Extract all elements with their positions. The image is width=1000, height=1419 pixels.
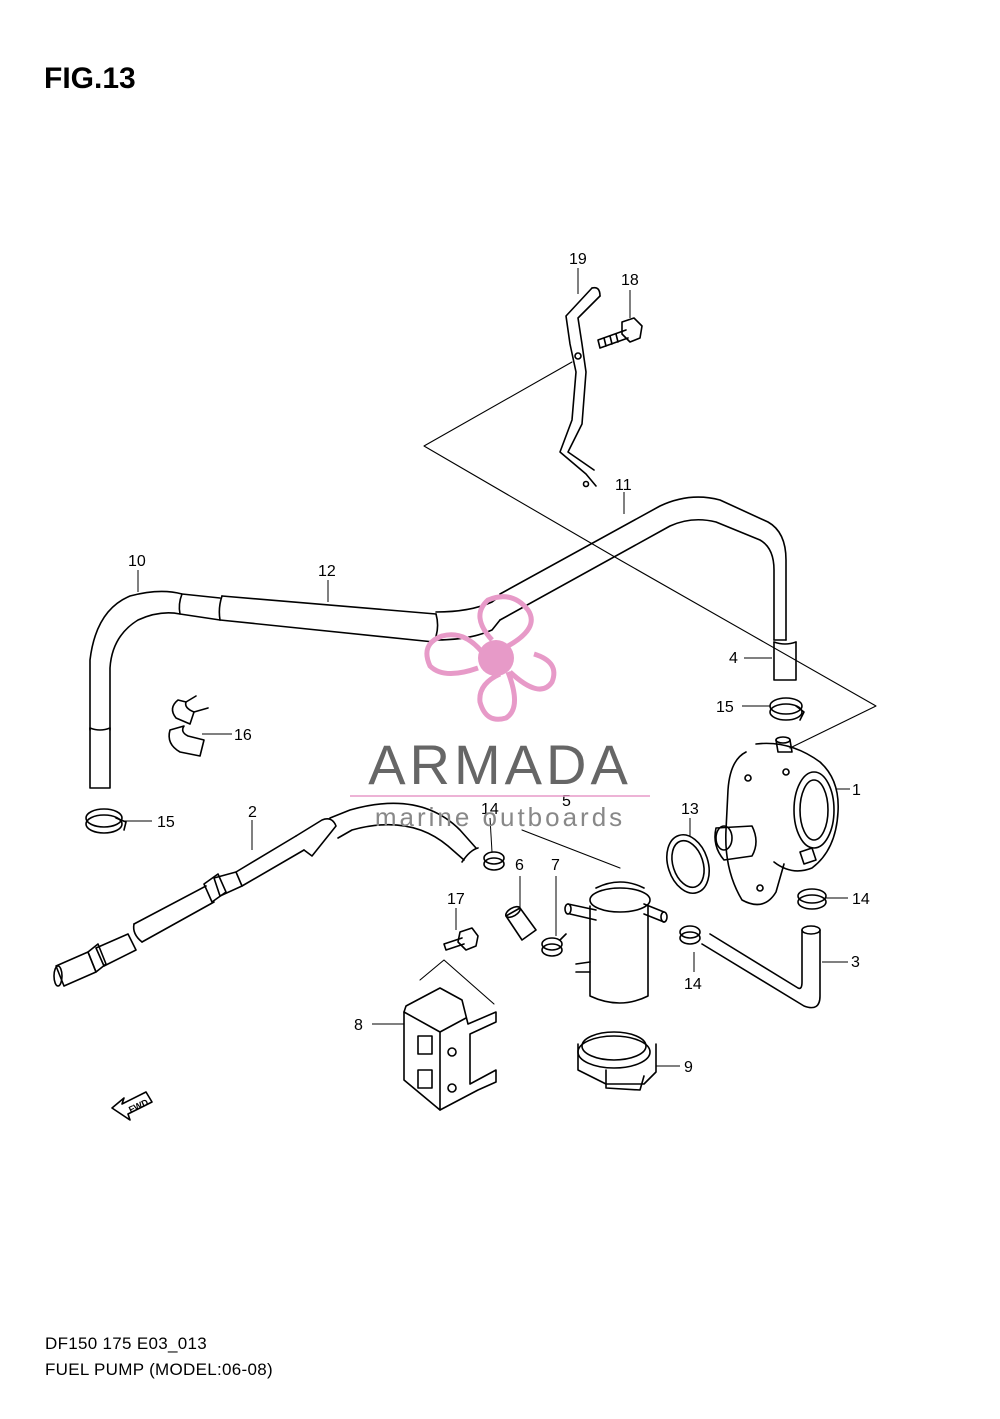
armada-watermark: ARMADA marine outboards [350, 594, 650, 832]
part-14-clamp-right [797, 888, 827, 910]
callout-9: 9 [684, 1059, 693, 1076]
callout-14-middle: 14 [684, 976, 702, 993]
callout-1: 1 [852, 782, 861, 799]
part-14-clamp-middle [679, 925, 701, 945]
callout-8: 8 [354, 1017, 363, 1034]
callout-7: 7 [551, 857, 560, 874]
part-7-clamp [541, 933, 567, 957]
callout-14-left: 14 [481, 801, 499, 818]
part-8-bracket [403, 959, 497, 1111]
callout-15-right: 15 [716, 699, 734, 716]
watermark-tagline: marine outboards [375, 802, 625, 832]
callout-13: 13 [681, 801, 699, 818]
callout-6: 6 [515, 857, 524, 874]
callout-18: 18 [621, 272, 639, 289]
part-9-ring-bracket [577, 1031, 657, 1091]
assembly-pointer-lines [423, 361, 877, 749]
part-2-hose [53, 802, 479, 987]
part-10-hose [89, 590, 221, 789]
part-5-fuel-filter [521, 829, 668, 1004]
callout-10: 10 [128, 553, 146, 570]
part-19-bracket [559, 286, 601, 488]
diagram-subtitle: FUEL PUMP (MODEL:06-08) [45, 1360, 273, 1379]
callout-11: 11 [615, 477, 632, 494]
part-16-clip [168, 695, 209, 757]
part-15-clamp-left [85, 808, 127, 834]
part-18-bolt [597, 317, 643, 349]
diagram-code: DF150 175 E03_013 [45, 1334, 208, 1353]
part-1-fuel-pump [714, 736, 839, 906]
leader-lines [124, 268, 850, 1067]
part-13-o-ring [666, 834, 710, 894]
callout-17: 17 [447, 891, 465, 908]
callout-5: 5 [562, 793, 571, 810]
part-11-hose [499, 496, 787, 641]
part-14-clamp-left [483, 851, 505, 871]
callout-3: 3 [851, 954, 860, 971]
part-4-pipe [773, 641, 797, 681]
callout-14-right: 14 [852, 891, 870, 908]
callout-2: 2 [248, 804, 257, 821]
callout-4: 4 [729, 650, 738, 667]
callout-12: 12 [318, 563, 336, 580]
part-17-bolt [443, 927, 479, 951]
part-3-pipe [701, 925, 821, 1009]
propeller-logo-icon [424, 594, 557, 722]
fwd-arrow [111, 1091, 153, 1121]
figure-title: FIG.13 [44, 62, 136, 95]
watermark-brand: ARMADA [368, 733, 632, 796]
callout-19: 19 [569, 251, 587, 268]
callout-labels: 19 18 11 10 12 4 15 16 1 15 2 14 5 13 6 … [128, 251, 870, 1076]
part-15-clamp-right [769, 697, 805, 721]
callout-15-left: 15 [157, 814, 175, 831]
callout-16: 16 [234, 727, 252, 744]
